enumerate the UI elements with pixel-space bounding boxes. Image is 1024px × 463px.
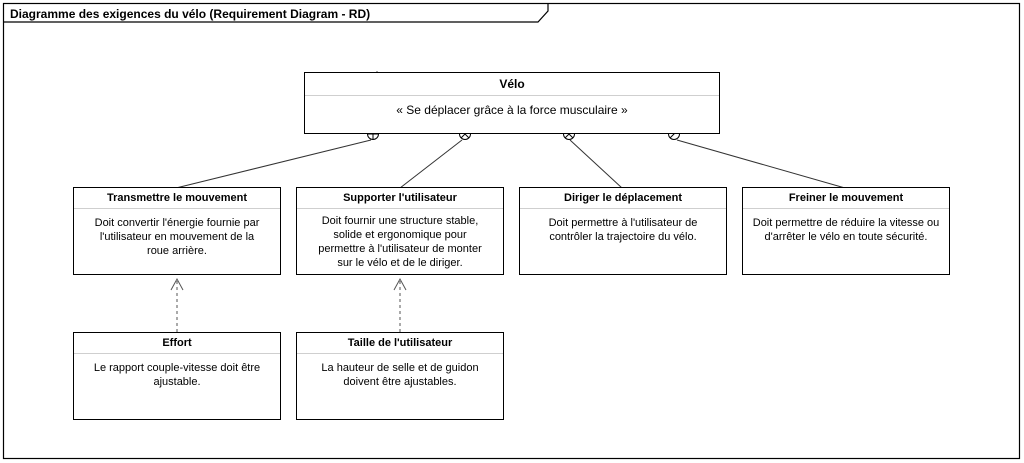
requirement-effort-title: Effort bbox=[74, 333, 280, 354]
requirement-supporter-title: Supporter l'utilisateur bbox=[297, 188, 503, 209]
requirement-freiner[interactable]: Freiner le mouvement Doit permettre de r… bbox=[742, 187, 950, 275]
requirement-taille-title: Taille de l'utilisateur bbox=[297, 333, 503, 354]
requirement-effort[interactable]: Effort Le rapport couple-vitesse doit êt… bbox=[73, 332, 281, 420]
requirement-transmettre-title: Transmettre le mouvement bbox=[74, 188, 280, 209]
requirement-velo-text: « Se déplacer grâce à la force musculair… bbox=[396, 103, 628, 117]
derive-arrow-taille bbox=[393, 277, 407, 332]
requirement-diriger-title: Diriger le déplacement bbox=[520, 188, 726, 209]
requirement-freiner-text: Doit permettre de réduire la vitesse ou … bbox=[752, 217, 940, 243]
requirement-diriger[interactable]: Diriger le déplacement Doit permettre à … bbox=[519, 187, 727, 275]
requirement-velo-title: Vélo bbox=[305, 73, 719, 96]
requirement-velo[interactable]: Vélo « Se déplacer grâce à la force musc… bbox=[304, 72, 720, 134]
requirement-freiner-title: Freiner le mouvement bbox=[743, 188, 949, 209]
derive-arrow-effort bbox=[170, 277, 184, 332]
diagram-title: Diagramme des exigences du vélo (Require… bbox=[10, 7, 371, 21]
requirement-transmettre-text: Doit convertir l'énergie fournie par l'u… bbox=[94, 217, 260, 257]
containment-line-supporter bbox=[399, 139, 463, 189]
requirement-taille-text: La hauteur de selle et de guidon doivent… bbox=[321, 362, 479, 388]
containment-line-transmettre bbox=[175, 139, 372, 189]
requirement-effort-text: Le rapport couple-vitesse doit être ajus… bbox=[93, 362, 261, 388]
requirement-supporter-text: Doit fournir une structure stable, solid… bbox=[318, 215, 482, 269]
requirement-transmettre[interactable]: Transmettre le mouvement Doit convertir … bbox=[73, 187, 281, 275]
requirement-supporter[interactable]: Supporter l'utilisateur Doit fournir une… bbox=[296, 187, 504, 275]
containment-line-freiner bbox=[676, 139, 846, 189]
containment-line-diriger bbox=[569, 139, 623, 189]
requirement-diriger-text: Doit permettre à l'utilisateur de contrô… bbox=[548, 217, 698, 243]
requirement-taille[interactable]: Taille de l'utilisateur La hauteur de se… bbox=[296, 332, 504, 420]
